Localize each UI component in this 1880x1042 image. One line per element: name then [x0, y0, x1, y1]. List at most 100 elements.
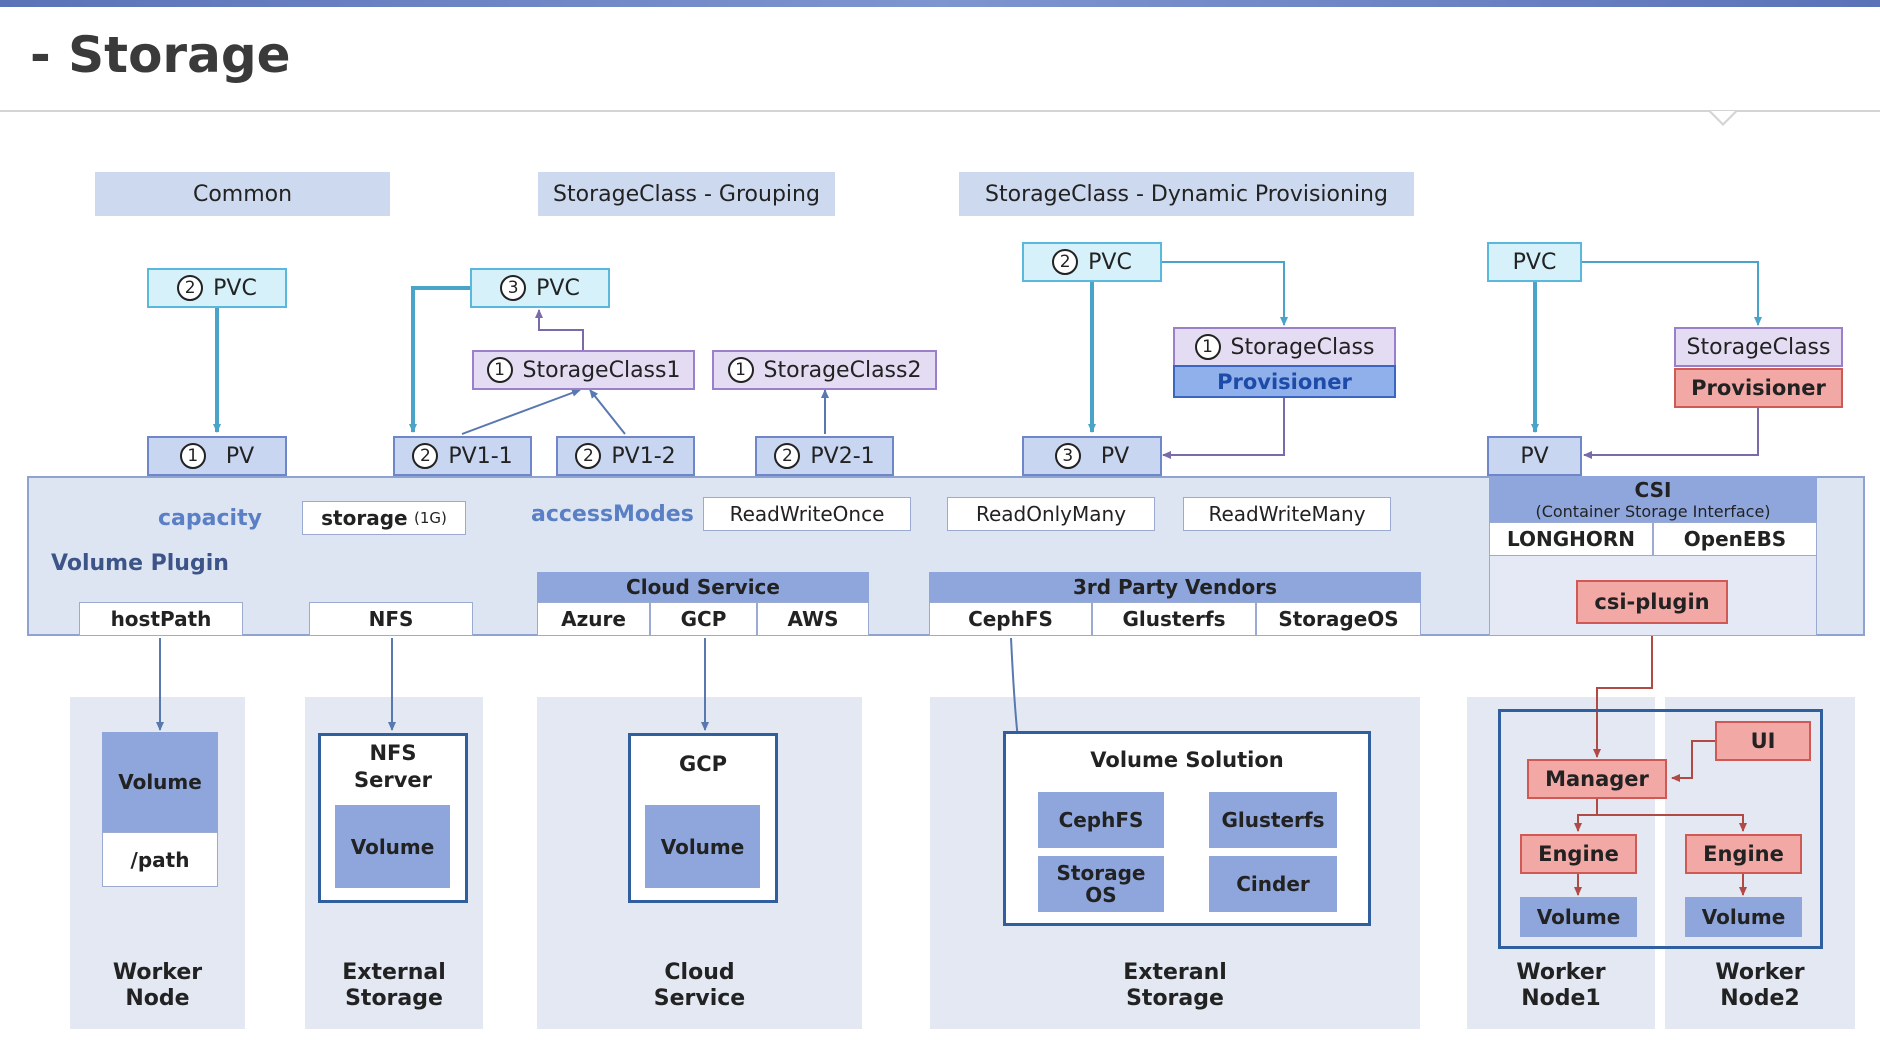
- cloud-service-header: Cloud Service: [537, 572, 869, 602]
- volume-solution-title: Volume Solution: [1090, 748, 1284, 772]
- step-number: 1: [727, 357, 754, 383]
- plugin-azure: Azure: [537, 602, 650, 636]
- common-pv: 1 PV: [147, 436, 287, 476]
- pv1-1: 2 PV1-1: [393, 436, 532, 476]
- csi-title: CSI: [1634, 478, 1672, 502]
- gcp-label: GCP: [678, 752, 728, 776]
- nfs-line1: NFS: [369, 741, 417, 765]
- csi-pvc: PVC: [1487, 242, 1582, 282]
- csi-header: CSI (Container Storage Interface): [1489, 476, 1817, 522]
- mode-read-only-many: ReadOnlyMany: [947, 497, 1155, 531]
- top-accent-bar: [0, 0, 1880, 7]
- step-number: 3: [500, 275, 527, 301]
- solution-glusterfs: Glusterfs: [1209, 792, 1337, 848]
- longhorn-volume-2: Volume: [1685, 897, 1802, 937]
- dynamic-pv: 3 PV: [1022, 436, 1162, 476]
- caption-external-storage: External Storage: [305, 960, 483, 1013]
- storage-capacity-value: storage (1G): [302, 501, 466, 535]
- plugin-nfs: NFS: [309, 602, 473, 636]
- pvc-label: PVC: [213, 275, 257, 301]
- plugin-storageos: StorageOS: [1256, 602, 1421, 636]
- capacity-label: capacity: [158, 506, 262, 531]
- mode-read-write-once: ReadWriteOnce: [703, 497, 911, 531]
- header-common: Common: [95, 172, 390, 216]
- dynamic-storageclass: 1 StorageClass: [1173, 327, 1396, 367]
- header-grouping: StorageClass - Grouping: [538, 172, 835, 216]
- page-title: - Storage: [30, 26, 291, 84]
- caption-worker-node2: Worker Node2: [1665, 960, 1855, 1013]
- storageclass-label: StorageClass: [1230, 334, 1375, 360]
- caption-worker-node: Worker Node: [70, 960, 245, 1013]
- caption-line: External: [342, 960, 446, 985]
- step-number: 2: [412, 443, 439, 469]
- caption-line: Storage: [345, 986, 443, 1012]
- access-modes-label: accessModes: [531, 502, 694, 527]
- csi-subtitle: (Container Storage Interface): [1535, 502, 1771, 521]
- csi-provisioner: Provisioner: [1674, 368, 1843, 408]
- step-number: 2: [177, 275, 204, 301]
- storage-value: storage: [321, 506, 408, 530]
- grouping-pvc: 3 PVC: [470, 268, 610, 308]
- dynamic-provisioner: Provisioner: [1173, 365, 1396, 398]
- solution-storageos: Storage OS: [1038, 856, 1164, 912]
- dynamic-pvc: 2 PVC: [1022, 242, 1162, 282]
- pv1-2: 2 PV1-2: [556, 436, 695, 476]
- caption-line: Storage: [1126, 986, 1224, 1012]
- plugin-gcp: GCP: [650, 602, 757, 636]
- plugin-cephfs: CephFS: [929, 602, 1092, 636]
- csi-openebs: OpenEBS: [1653, 522, 1817, 556]
- pv2-1: 2 PV2-1: [755, 436, 894, 476]
- storageos-line2: OS: [1085, 883, 1117, 907]
- vendors-header: 3rd Party Vendors: [929, 572, 1421, 602]
- storageclass1: 1 StorageClass1: [472, 350, 695, 390]
- pv1-1-label: PV1-1: [448, 443, 513, 469]
- csi-storageclass: StorageClass: [1674, 327, 1843, 367]
- step-number: 3: [1054, 443, 1081, 469]
- caption-cloud-service: Cloud Service: [537, 960, 862, 1013]
- worker-volume: Volume: [102, 732, 218, 832]
- nfs-server-label: NFS Server: [318, 740, 468, 795]
- pv2-1-label: PV2-1: [810, 443, 875, 469]
- caption-exteranl-storage: Exteranl Storage: [930, 960, 1420, 1013]
- longhorn-ui: UI: [1715, 721, 1811, 761]
- common-pvc: 2 PVC: [147, 268, 287, 308]
- step-number: 1: [486, 357, 513, 383]
- pv1-2-label: PV1-2: [611, 443, 676, 469]
- caption-worker-node1: Worker Node1: [1467, 960, 1655, 1013]
- step-number: 2: [575, 443, 602, 469]
- storageclass2: 1 StorageClass2: [712, 350, 937, 390]
- volume-plugin-label: Volume Plugin: [51, 551, 229, 576]
- caption-line: Node1: [1521, 986, 1601, 1012]
- solution-cephfs: CephFS: [1038, 792, 1164, 848]
- longhorn-box: [1498, 709, 1823, 949]
- title-divider: [0, 110, 1880, 112]
- storageclass1-label: StorageClass1: [522, 357, 681, 383]
- csi-pv: PV: [1487, 436, 1582, 476]
- caption-line: Cloud: [664, 960, 735, 985]
- storageclass2-label: StorageClass2: [763, 357, 922, 383]
- caption-line: Node: [125, 986, 190, 1012]
- caption-line: Worker: [1715, 960, 1805, 985]
- divider-notch-inner: [1711, 111, 1735, 123]
- pvc-label: PVC: [536, 275, 580, 301]
- storageos-line1: Storage: [1056, 861, 1146, 885]
- csi-longhorn: LONGHORN: [1489, 522, 1653, 556]
- pv-label: PV: [1100, 443, 1130, 469]
- longhorn-engine-1: Engine: [1520, 834, 1637, 874]
- longhorn-manager: Manager: [1527, 759, 1667, 799]
- pvc-label: PVC: [1088, 249, 1132, 275]
- step-number: 2: [1052, 249, 1079, 275]
- plugin-aws: AWS: [757, 602, 869, 636]
- longhorn-engine-2: Engine: [1685, 834, 1802, 874]
- caption-line: Node2: [1720, 986, 1800, 1012]
- longhorn-volume-1: Volume: [1520, 897, 1637, 937]
- header-dynamic-provisioning: StorageClass - Dynamic Provisioning: [959, 172, 1414, 216]
- step-number: 1: [179, 443, 206, 469]
- step-number: 2: [774, 443, 801, 469]
- nfs-line2: Server: [353, 768, 432, 793]
- pv-label: PV: [225, 443, 255, 469]
- nfs-volume: Volume: [335, 805, 450, 888]
- step-number: 1: [1194, 334, 1221, 360]
- caption-line: Worker: [1516, 960, 1606, 985]
